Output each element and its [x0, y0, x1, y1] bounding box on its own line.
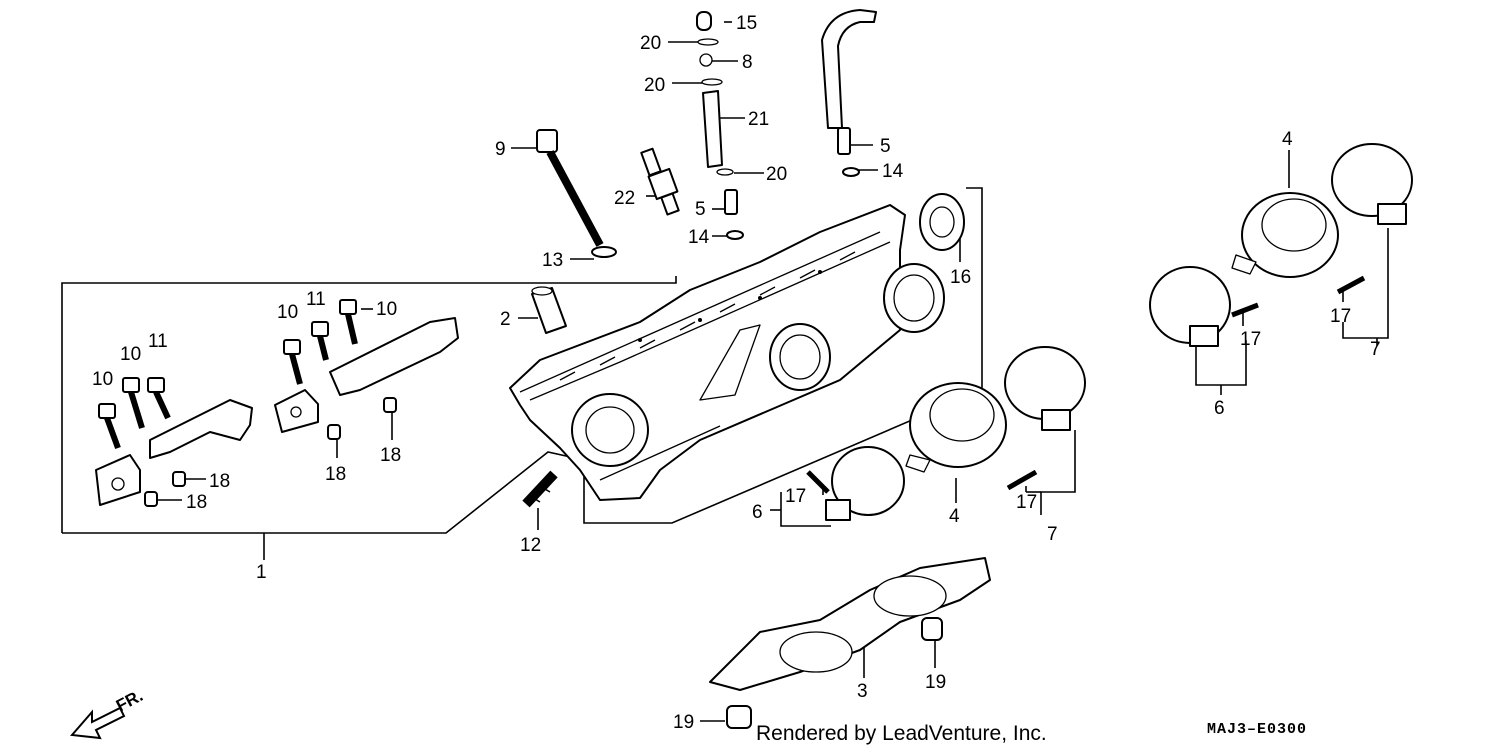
callout-19b: 19	[673, 712, 694, 733]
callout-1: 1	[256, 562, 267, 583]
callout-2: 2	[500, 309, 511, 330]
callout-14-left: 14	[688, 227, 710, 248]
render-credit: Rendered by LeadVenture, Inc.	[756, 722, 1047, 745]
nipple-right[interactable]	[837, 127, 860, 177]
callout-17a: 17	[785, 486, 806, 507]
breather-tube[interactable]	[696, 11, 734, 176]
callout-11a: 11	[148, 331, 168, 352]
callout-15: 15	[736, 13, 757, 34]
callout-6-right: 6	[1214, 398, 1225, 419]
dowel-19-b[interactable]	[726, 705, 752, 729]
long-bolt[interactable]	[536, 129, 617, 258]
spark-plug[interactable]	[640, 147, 680, 216]
callout-labels: 1 2 3 4 4 5 5 6 6 7 7 8 9 10 10 10 10 11…	[92, 13, 1381, 733]
callout-17c: 17	[1240, 329, 1261, 350]
callout-7-mid: 7	[1047, 524, 1058, 545]
bolt-10b[interactable]	[122, 377, 145, 429]
bolt-11b[interactable]	[311, 321, 329, 361]
bolt-10a[interactable]	[98, 403, 121, 450]
callout-17d: 17	[1330, 306, 1351, 327]
callout-19a: 19	[925, 672, 946, 693]
bolt-10c[interactable]	[283, 339, 303, 385]
camshaft-holder-right[interactable]	[274, 317, 459, 433]
callout-8: 8	[742, 52, 753, 73]
callout-7-right: 7	[1370, 339, 1381, 360]
bolt-10d[interactable]	[339, 299, 358, 345]
band-7-mid[interactable]	[1004, 346, 1086, 431]
callout-18d: 18	[380, 445, 401, 466]
callout-3: 3	[857, 681, 868, 702]
band-6-right[interactable]	[1149, 266, 1231, 347]
callout-10a: 10	[92, 369, 113, 390]
callout-17b: 17	[1016, 492, 1037, 513]
band-6-mid[interactable]	[825, 446, 905, 521]
collar[interactable]	[531, 286, 567, 334]
hose[interactable]	[821, 9, 877, 129]
camshaft-holder-left[interactable]	[95, 399, 253, 506]
diagram-code: MAJ3–E0300	[1207, 721, 1307, 738]
bolt-set[interactable]	[98, 299, 358, 450]
callout-18b: 18	[186, 492, 207, 513]
bolt-11a[interactable]	[147, 377, 171, 420]
dowel-19-a[interactable]	[921, 617, 943, 641]
cylinder-head[interactable]	[509, 204, 945, 501]
insulator-mid[interactable]	[905, 382, 1007, 473]
dowel-pins[interactable]	[144, 397, 397, 507]
callout-10c: 10	[277, 302, 298, 323]
callout-18c: 18	[325, 464, 346, 485]
insulator-right[interactable]	[1231, 192, 1339, 278]
callout-21: 21	[748, 109, 769, 130]
nipple-left[interactable]	[724, 189, 744, 240]
callout-9: 9	[495, 139, 506, 160]
callout-4-right: 4	[1282, 129, 1293, 150]
callout-16: 16	[950, 267, 971, 288]
head-gasket[interactable]	[709, 557, 991, 691]
front-arrow-icon: FR.	[69, 686, 146, 740]
callout-22: 22	[614, 188, 635, 209]
screws[interactable]	[806, 275, 1366, 494]
callout-20c: 20	[766, 164, 787, 185]
callout-10d: 10	[376, 299, 397, 320]
callout-14-right: 14	[882, 161, 904, 182]
callout-5-right: 5	[880, 136, 891, 157]
callout-6-mid: 6	[752, 502, 763, 523]
callout-20a: 20	[640, 33, 661, 54]
stud-bolt[interactable]	[522, 470, 558, 508]
callout-10b: 10	[120, 344, 141, 365]
callout-11b: 11	[306, 289, 326, 310]
assembly-bracket-lines	[61, 21, 1389, 722]
callout-13: 13	[542, 250, 563, 271]
callout-18a: 18	[209, 471, 230, 492]
callout-4-mid: 4	[949, 506, 960, 527]
callout-12: 12	[520, 535, 541, 556]
band-7-right[interactable]	[1331, 143, 1413, 225]
callout-5-left: 5	[695, 199, 706, 220]
callout-20b: 20	[644, 75, 665, 96]
bearing-holder[interactable]	[919, 193, 965, 251]
